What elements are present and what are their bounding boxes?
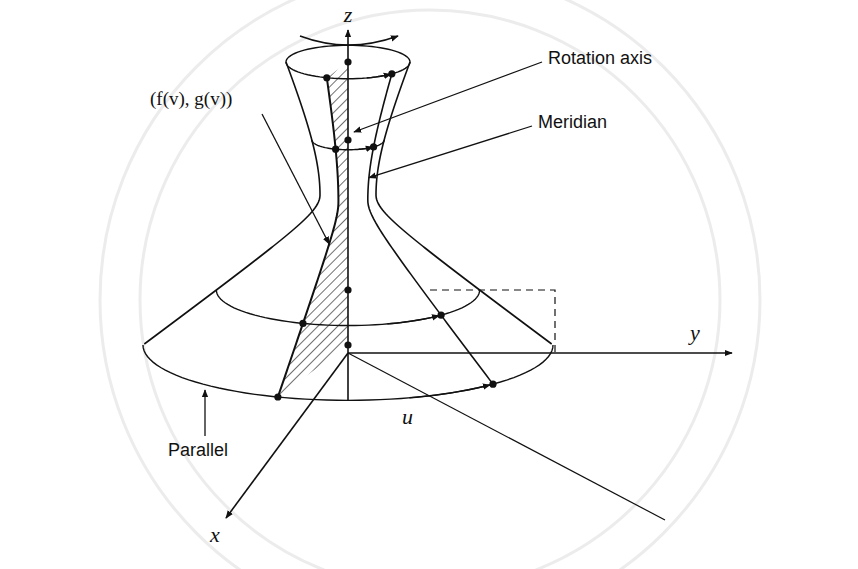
z-axis (347, 30, 349, 400)
grid-dot (332, 146, 339, 153)
parameter-label: u (402, 404, 413, 429)
leader-label: Rotation axis (548, 48, 652, 69)
leader-label: Parallel (168, 440, 228, 461)
grid-dot (274, 393, 281, 400)
ground-line (348, 353, 665, 520)
grid-dot (323, 74, 330, 81)
y-axis (348, 352, 732, 354)
x-axis (226, 353, 348, 518)
leader-line (262, 114, 329, 244)
leader-label: Meridian (538, 112, 607, 133)
axis-label: x (210, 522, 220, 547)
parallel-arrow (387, 316, 439, 324)
parallel-arrow (367, 74, 391, 78)
axis-label: y (690, 320, 700, 345)
meridian-hatch (278, 62, 348, 397)
leader-line (354, 62, 542, 132)
surface-silhouette (376, 62, 552, 344)
dashed-projection (430, 290, 555, 353)
grid-dot (299, 320, 306, 327)
leader-line (204, 390, 205, 436)
grid-dot (489, 381, 496, 388)
grid-dot (437, 312, 444, 319)
grid-dot (370, 143, 377, 150)
rotation-arrow (300, 36, 398, 45)
axis-label: z (344, 2, 353, 27)
curve-label: (f(v), g(v)) (150, 88, 232, 110)
watermark-seal (100, 0, 760, 569)
grid-dot (388, 70, 395, 77)
leader-line (369, 126, 532, 178)
meridian-curve (278, 78, 339, 397)
surface-silhouette (144, 62, 320, 344)
